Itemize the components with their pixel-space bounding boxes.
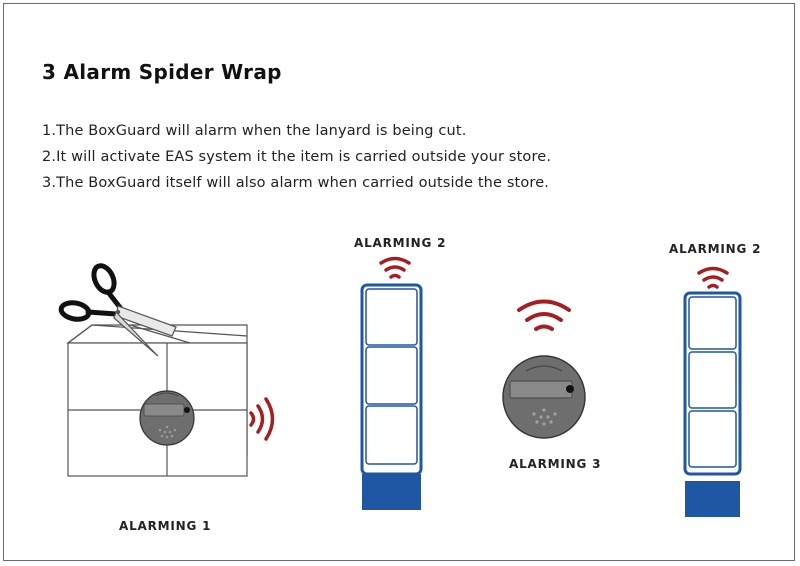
wifi-signal-icon: [517, 299, 571, 331]
caption-alarming-2-left: ALARMING 2: [354, 236, 447, 250]
wifi-signal-icon: [379, 256, 411, 279]
caption-alarming-2-right: ALARMING 2: [669, 242, 762, 256]
feature-line-3: 3.The BoxGuard itself will also alarm wh…: [42, 175, 550, 191]
caption-alarming-1: ALARMING 1: [119, 519, 212, 533]
feature-list: 1.The BoxGuard will alarm when the lanya…: [42, 118, 551, 196]
wrapped-box: [66, 324, 248, 477]
sound-signal-icon: [249, 397, 275, 441]
diagram-title: 3 Alarm Spider Wrap: [42, 60, 282, 84]
wifi-signal-icon: [697, 266, 729, 289]
alarm-device-icon: [139, 390, 195, 446]
eas-gate-icon: [360, 283, 423, 510]
feature-line-2: 2.It will activate EAS system it the ite…: [42, 149, 552, 165]
feature-line-1: 1.The BoxGuard will alarm when the lanya…: [42, 123, 467, 139]
eas-gate-icon: [683, 291, 742, 517]
caption-alarming-3: ALARMING 3: [509, 457, 602, 471]
scissors-icon: [58, 263, 177, 357]
alarm-device-icon: [502, 355, 586, 439]
